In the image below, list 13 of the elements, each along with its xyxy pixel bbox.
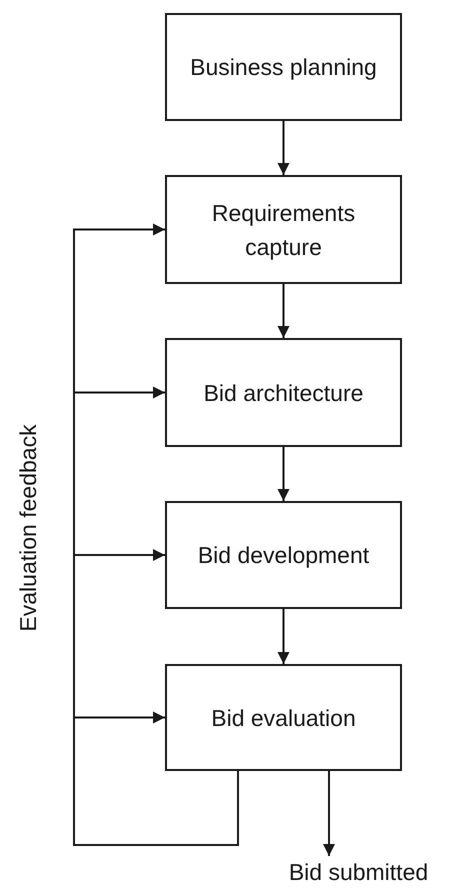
process-box: Business planning: [165, 13, 402, 121]
arrow: [323, 771, 335, 856]
process-box: Bid architecture: [165, 338, 402, 447]
arrow: [278, 121, 290, 175]
arrow: [278, 609, 290, 664]
arrow: [278, 447, 290, 501]
side-label: Evaluation feedback: [14, 424, 42, 632]
process-box: Bid development: [165, 501, 402, 609]
arrow: [73, 712, 239, 846]
output-text: Bid submitted: [262, 856, 455, 888]
process-box: Requirements capture: [165, 175, 402, 284]
process-box: Bid evaluation: [165, 664, 402, 771]
arrow: [278, 284, 290, 338]
